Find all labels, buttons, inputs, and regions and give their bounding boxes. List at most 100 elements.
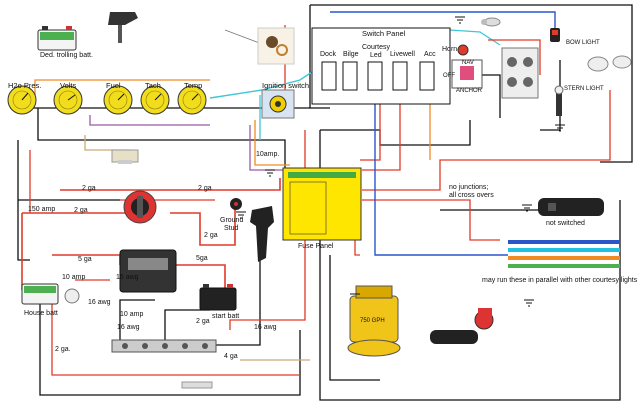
label-2ga-e: 2 ga — [196, 318, 210, 325]
orange-wire-ign-fuse — [254, 120, 290, 166]
wires — [10, 4, 633, 401]
label-2ga-a: 2 ga — [82, 185, 96, 192]
label-livewell: Livewell — [390, 51, 415, 58]
cyan-wire-horn — [449, 29, 501, 46]
label-bow-light: BOW LIGHT — [566, 40, 600, 46]
ignition-switch — [261, 89, 295, 119]
label-house-batt: House batt — [24, 310, 58, 317]
led-strip-icon — [508, 240, 620, 268]
label-4ga: 4 ga — [224, 353, 238, 360]
switch-panel — [311, 27, 451, 105]
label-start-batt: start batt — [212, 313, 240, 320]
relay-panel — [501, 47, 539, 99]
label-anchor: ANCHOR — [456, 88, 483, 94]
black-wire-top-right — [310, 4, 633, 163]
start-battery — [199, 284, 237, 311]
label-led: Led — [370, 52, 382, 59]
label-10amp-top: 10amp. — [256, 151, 280, 158]
label-2ga-c: 2 ga — [74, 207, 88, 214]
label-off: OFF — [443, 73, 455, 79]
label-horn: Horn — [442, 46, 458, 53]
trolling-motor-icon — [108, 12, 138, 43]
livewell-pump-icon — [430, 308, 494, 344]
red-wire-switch-out — [170, 205, 236, 246]
black-wire-house-ground — [39, 300, 301, 396]
bottom-fuse-holder — [181, 381, 213, 389]
black-wire-pump — [329, 255, 380, 381]
label-not-switched: not switched — [546, 220, 585, 227]
red-wire-bow — [362, 90, 611, 191]
label-16awg-b: 16 awg — [88, 299, 111, 306]
bilge-pump-icon — [347, 285, 401, 357]
gauge-temp — [177, 85, 207, 115]
purple-wire-gauges — [89, 115, 210, 126]
black-wire-horn — [480, 74, 501, 118]
outboard-engine-icon — [250, 206, 274, 262]
black-wire-left-drop — [17, 140, 30, 261]
label-may-run: may run these in parallel with other cou… — [482, 277, 638, 284]
red-wire-horn-nav — [488, 39, 541, 75]
battery-charger — [119, 249, 177, 293]
label-all-cross-overs: all cross overs — [449, 192, 494, 199]
gauge-h2o-pres — [7, 85, 37, 115]
label-stud: Stud — [224, 225, 239, 232]
label-ded-trolling-batt: Ded. trolling batt. — [40, 52, 93, 59]
label-switch-panel: Switch Panel — [362, 29, 406, 38]
label-150amp: 150 amp — [28, 206, 56, 213]
label-10amp-low: 10 amp — [120, 311, 144, 318]
label-volts: Volts — [60, 81, 77, 90]
black-wire-stern — [540, 60, 561, 131]
gauge-fuel — [103, 85, 133, 115]
label-2ga-b: 2 ga — [198, 185, 212, 192]
black-wire-bottom-loop — [319, 130, 621, 401]
nav-anchor-switch — [451, 59, 483, 89]
label-courtesy: Courtesy — [362, 44, 391, 51]
bow-light-icon — [550, 28, 560, 42]
label-temp: Temp — [184, 81, 203, 90]
trolling-battery — [37, 26, 77, 51]
red-wire-bottom — [51, 285, 300, 376]
courtesy-light-icons — [587, 55, 632, 72]
label-bilge: Bilge — [343, 51, 359, 58]
gray-leader-ign — [224, 29, 263, 45]
ignition-key-icon — [257, 27, 295, 65]
red-wire-main-feed — [60, 178, 281, 191]
ground-symbols — [236, 16, 565, 307]
fuse-panel — [282, 167, 362, 241]
black-wire-bus-start — [164, 309, 210, 345]
label-nav: NAV — [462, 60, 474, 66]
label-16awg-d: 16 awg — [254, 324, 277, 331]
blue-wire-top — [330, 11, 556, 28]
black-wire-bus-up — [119, 299, 155, 350]
battery-switch — [123, 190, 157, 224]
label-10amp-mid: 10 amp — [62, 274, 86, 281]
label-5ga: 5 ga — [78, 256, 92, 263]
gauge-tach — [140, 85, 170, 115]
house-battery — [21, 283, 59, 305]
blue-wire-led-strip — [374, 72, 508, 256]
red-wire-fuse-up-1 — [360, 100, 381, 161]
label-fuel: Fuel — [106, 81, 121, 90]
black-wire-mid — [320, 120, 471, 146]
control-pad-icon — [538, 198, 604, 216]
label-ground: Ground — [220, 217, 244, 224]
label-16awg-c: 16 awg — [117, 324, 140, 331]
fuel-sender-icon — [111, 149, 139, 164]
label-acc: Acc — [424, 51, 436, 58]
label-5ga-start: 5ga — [196, 255, 208, 262]
stern-light-icon — [554, 85, 564, 116]
tan-wire-sender — [84, 135, 130, 151]
red-wire-5ga-start — [175, 264, 226, 290]
ground-bus-bar — [111, 339, 217, 353]
label-dock: Dock — [320, 51, 336, 58]
ground-stud-icon — [230, 198, 242, 210]
label-ignition-switch: Ignition switch — [262, 81, 310, 90]
inline-fuse-holder — [64, 288, 80, 304]
gauge-volts — [53, 85, 83, 115]
orange-wire-gauges — [34, 79, 210, 95]
horn-icon — [481, 17, 501, 27]
label-h2o-pres: H2o Pres. — [8, 81, 42, 90]
horn-button — [457, 44, 469, 56]
